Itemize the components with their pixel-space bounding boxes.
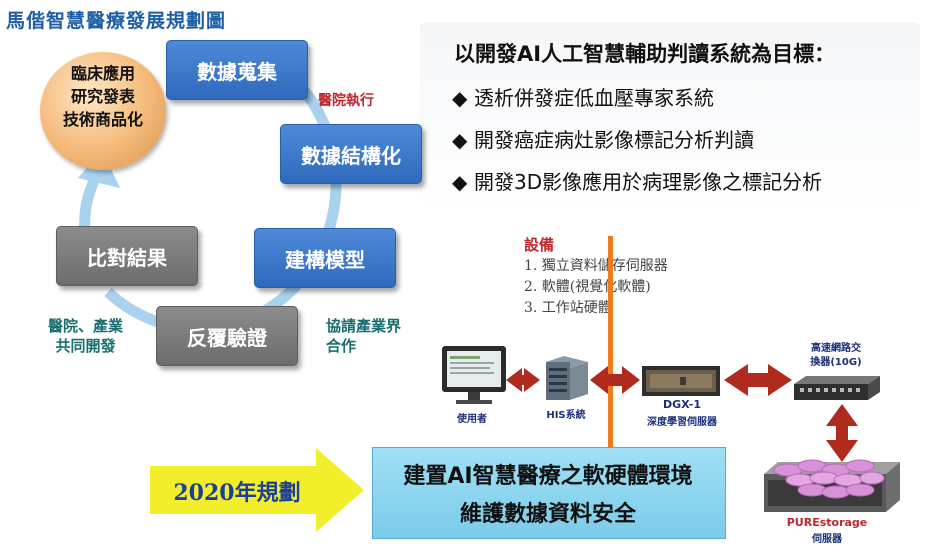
yellow-arrow-icon — [150, 448, 364, 532]
sphere-line: 技術商品化 — [62, 110, 143, 129]
switch-label-line: 換器(10G) — [810, 357, 862, 368]
note-line: 協請產業界 — [326, 317, 402, 335]
dgx-server-icon — [642, 366, 720, 396]
outcome-sphere — [40, 52, 166, 170]
user-label: 使用者 — [457, 414, 487, 425]
goal-item-text: 開發3D影像應用於病理影像之標記分析 — [474, 170, 823, 194]
goal-panel — [420, 22, 920, 212]
data-structure-box: 數據結構化 — [280, 124, 422, 184]
repeat-verify-box: 反覆驗證 — [156, 306, 298, 366]
equipment-item: 3. 工作站硬體 — [524, 300, 612, 316]
data-collect-box: 數據蒐集 — [166, 40, 308, 100]
diamond-bullet-icon: ◆ — [452, 86, 468, 110]
network-switch-icon — [794, 376, 880, 400]
note-line: 醫院、產業 — [48, 317, 124, 335]
goal-item: ◆透析併發症低血壓專家系統 — [452, 82, 714, 111]
plan-line-1: 建置AI智慧醫療之軟硬體環境 — [403, 464, 693, 489]
plan-line-2: 維護數據資料安全 — [459, 502, 636, 527]
sphere-line: 臨床應用 — [70, 64, 135, 83]
dgx-desc-label: 深度學習伺服器 — [647, 417, 717, 428]
note-line: 合作 — [326, 337, 357, 355]
storage-disks-icon — [773, 459, 885, 499]
switch-label: 高速網路交 換器(10G) — [796, 342, 876, 370]
note-industry: 協請產業界 合作 — [326, 316, 401, 356]
storage-desc-label: 伺服器 — [812, 534, 842, 545]
monitor-icon — [442, 346, 506, 404]
vertical-double-arrow-icon — [826, 404, 858, 462]
build-model-box: 建構模型 — [254, 228, 396, 288]
page-title: 馬偕智慧醫療發展規劃圖 — [6, 10, 227, 32]
diamond-bullet-icon: ◆ — [452, 128, 468, 152]
diamond-bullet-icon: ◆ — [452, 170, 468, 194]
plan-year: 2020年規劃 — [173, 480, 301, 506]
note-hospital-exec: 醫院執行 — [318, 93, 374, 109]
his-server-icon — [546, 356, 588, 400]
dgx-name-label: DGX-1 — [663, 398, 701, 411]
compare-result-box: 比對結果 — [56, 226, 198, 286]
plan-box — [372, 447, 726, 539]
his-label: HIS系統 — [546, 410, 586, 421]
storage-name-label: PUREstorage — [786, 516, 868, 529]
sphere-line: 研究發表 — [70, 87, 135, 106]
double-arrow-icon — [590, 366, 640, 394]
goal-heading: 以開發AI人工智慧輔助判讀系統為目標： — [454, 42, 836, 66]
outcome-sphere-text: 臨床應用 研究發表 技術商品化 — [40, 62, 166, 131]
note-line: 共同開發 — [55, 337, 116, 355]
equipment-item: 1. 獨立資料儲存伺服器 — [524, 258, 668, 274]
equipment-item: 2. 軟體(視覺化軟體) — [524, 279, 651, 295]
goal-item: ◆開發3D影像應用於病理影像之標記分析 — [452, 166, 822, 195]
double-arrow-icon — [506, 368, 540, 392]
goal-item: ◆開發癌症病灶影像標記分析判讀 — [452, 124, 754, 153]
equipment-title: 設備 — [524, 236, 555, 254]
goal-item-text: 透析併發症低血壓專家系統 — [474, 86, 714, 110]
double-arrow-icon — [724, 364, 792, 396]
switch-label-line: 高速網路交 — [811, 343, 861, 354]
note-joint-dev: 醫院、產業 共同開發 — [48, 316, 123, 356]
goal-item-text: 開發癌症病灶影像標記分析判讀 — [474, 128, 754, 152]
